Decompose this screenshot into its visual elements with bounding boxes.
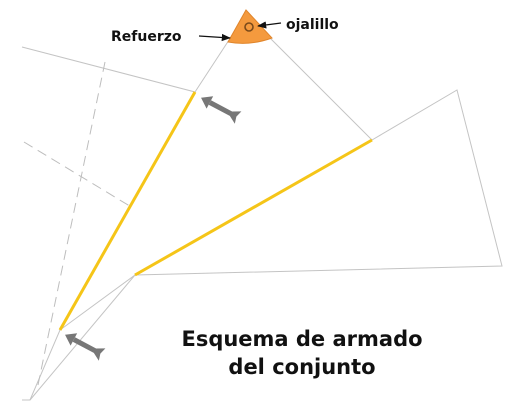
eyelet-icon <box>244 22 254 32</box>
fold-line-left <box>58 91 197 331</box>
refuerzo-label: Refuerzo <box>111 29 182 45</box>
dashed-guide-diagonal <box>23 141 134 209</box>
lower-outline <box>29 274 136 401</box>
dashed-guide-vertical <box>37 61 106 386</box>
direction-arrow-upper-icon <box>201 96 242 124</box>
reinforcement-patch <box>227 9 273 44</box>
diagram-title-line2: del conjunto <box>228 355 375 379</box>
diagram-title-line1: Esquema de armado <box>181 327 422 351</box>
refuerzo-pointer <box>198 33 231 42</box>
fold-line-right <box>134 138 373 277</box>
direction-arrow-lower-icon <box>65 333 106 361</box>
ojalillo-pointer <box>257 21 282 29</box>
middle-panel <box>59 13 373 331</box>
ojalillo-label: ojalillo <box>286 17 339 33</box>
